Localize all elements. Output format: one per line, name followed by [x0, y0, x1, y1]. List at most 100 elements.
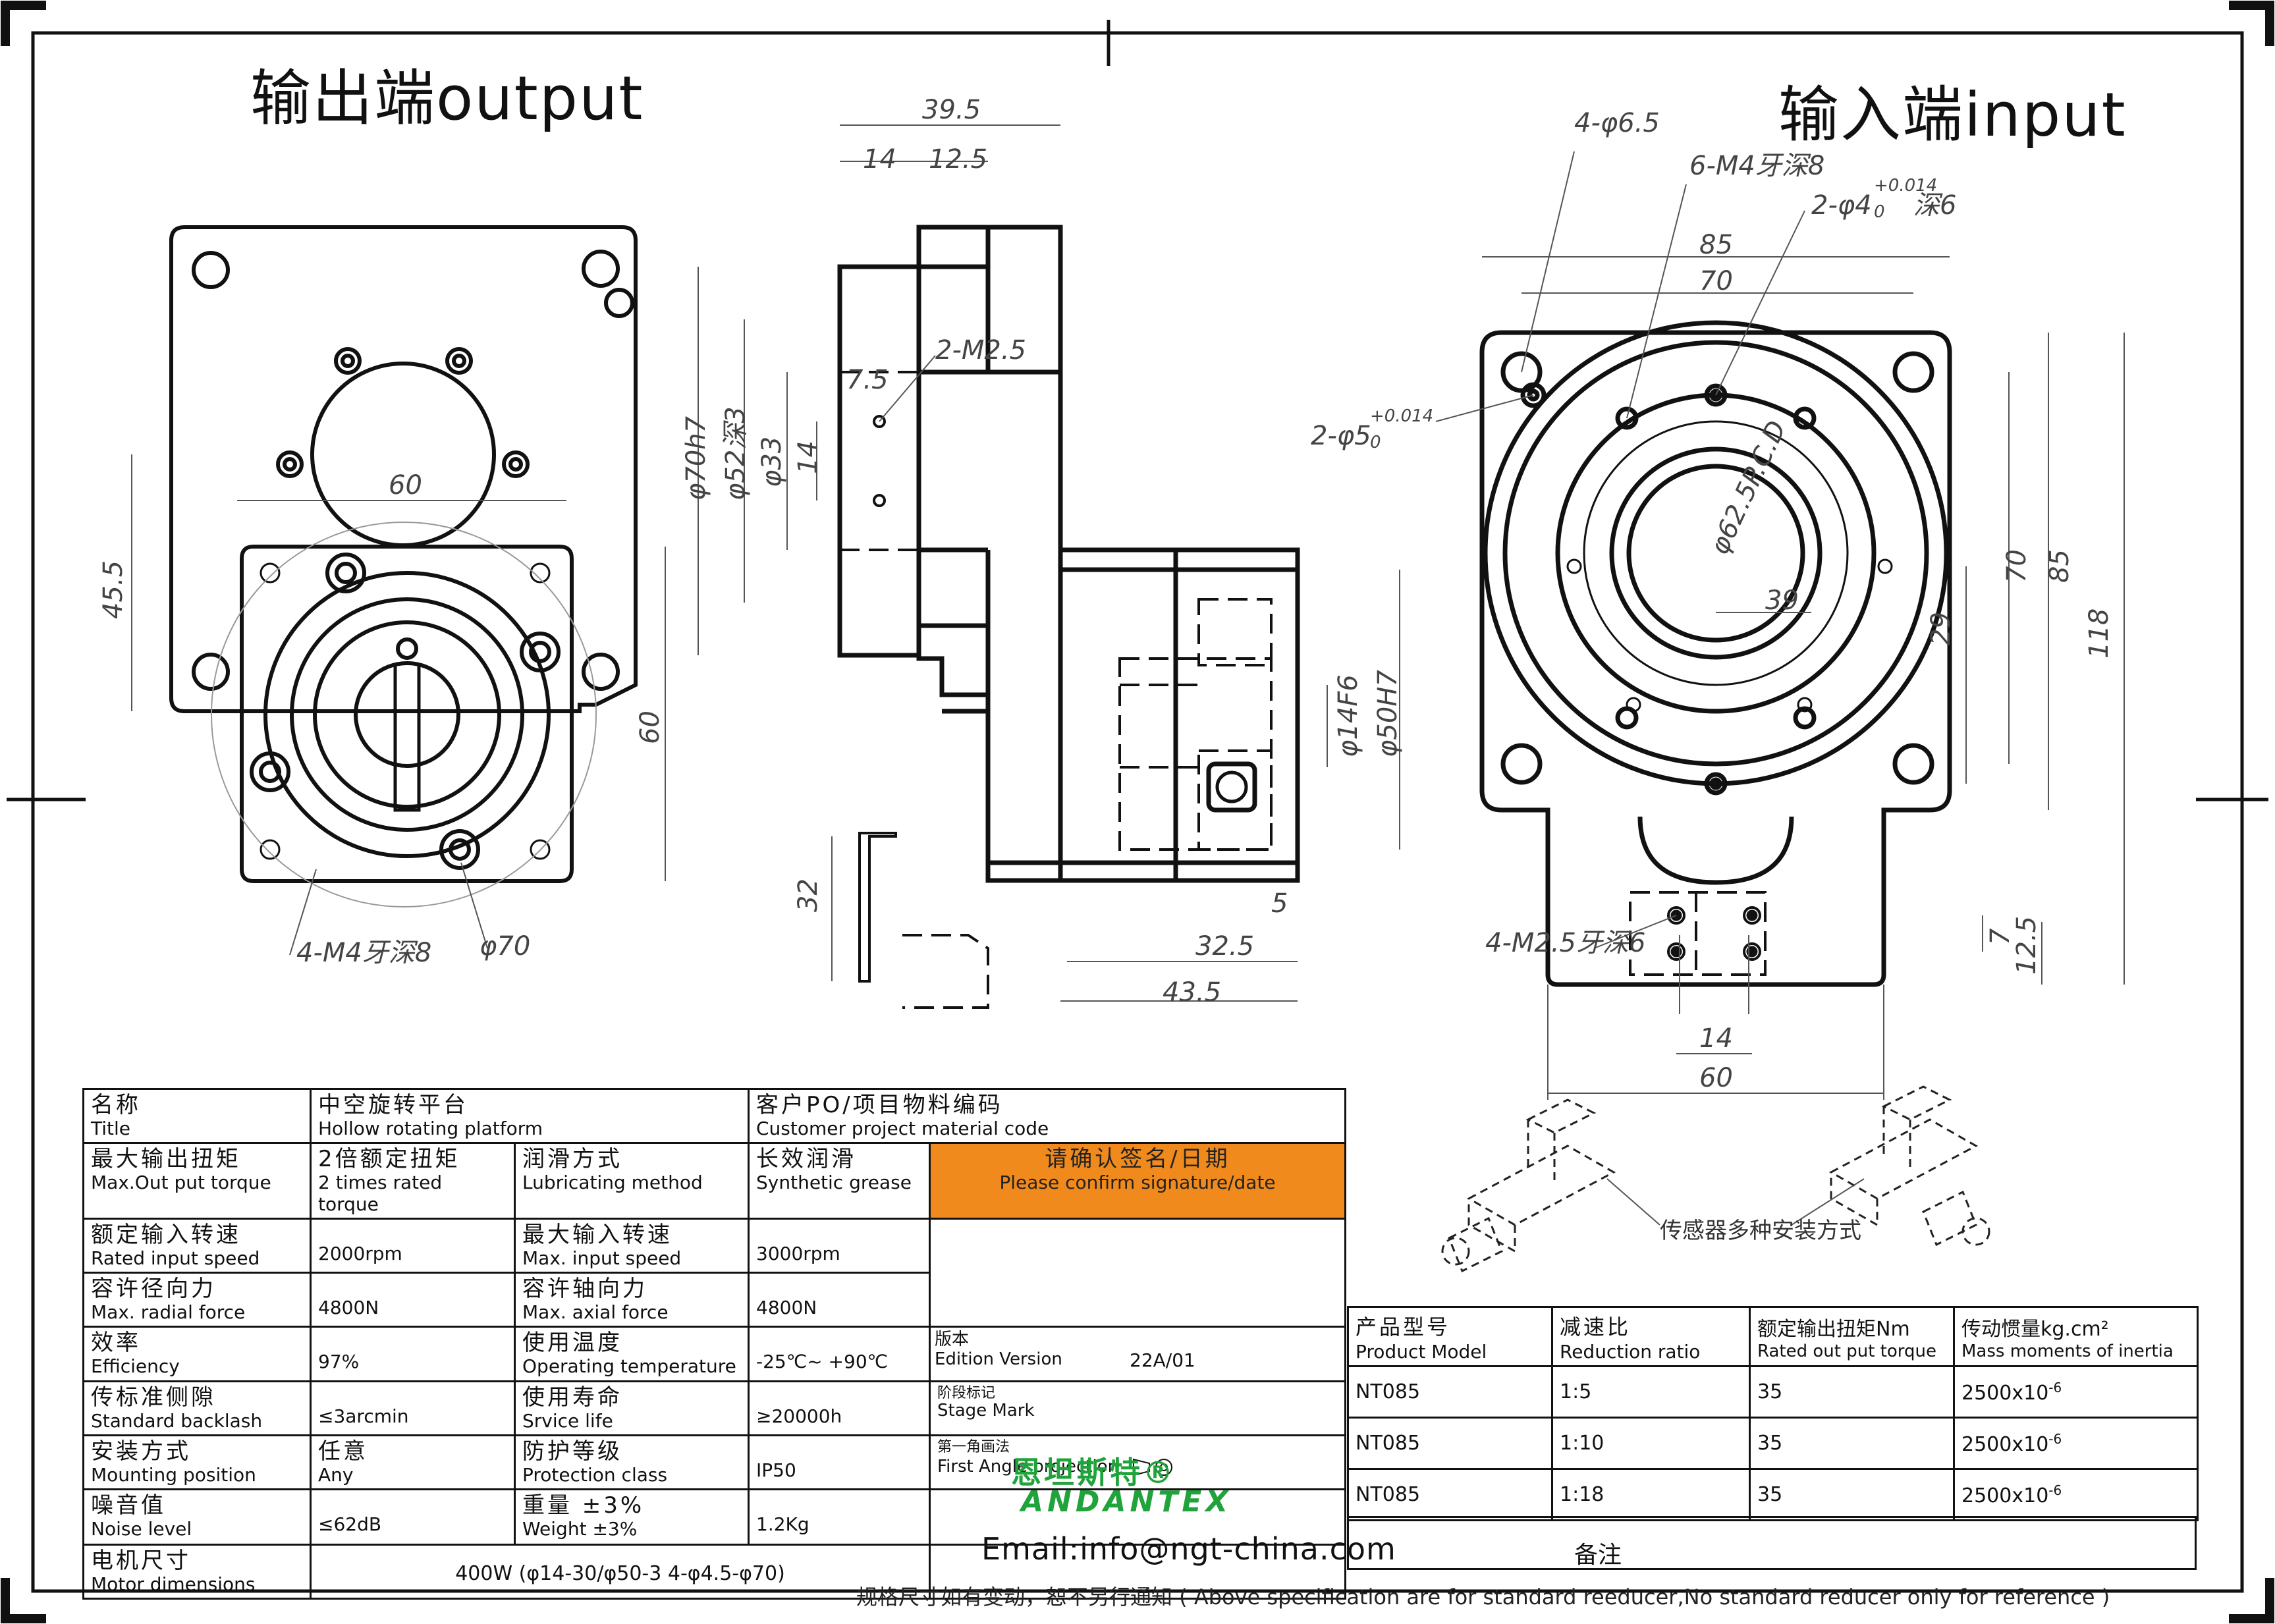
table-row: NT085 1:5 35 2500x10-6 — [1347, 1365, 2199, 1419]
dim-70-top: 70 — [1699, 266, 1733, 296]
email-text[interactable]: Email:info@ngt-china.com — [981, 1531, 1396, 1567]
side-view-hidden-lines — [840, 371, 1273, 1009]
model-cell: NT085 — [1347, 1365, 1553, 1419]
dim-phi50h7: φ50H7 — [1373, 670, 1403, 757]
weight-label: 重量 ±3%Weight ±3% — [514, 1488, 750, 1546]
motor-value: 400W (φ14-30/φ50-3 4-φ4.5-φ70) — [310, 1544, 931, 1600]
radial-force-value: 4800N — [310, 1272, 516, 1328]
dim-60-vertical: 60 — [635, 711, 665, 744]
output-view — [169, 225, 638, 907]
heading-output: 输出端output — [250, 63, 644, 134]
max-input-speed-value: 3000rpm — [748, 1217, 931, 1274]
dim-60-input: 60 — [1699, 1063, 1733, 1093]
backlash-value: ≤3arcmin — [310, 1380, 516, 1436]
dim-14-vertical: 14 — [793, 441, 823, 474]
logo-english: ANDANTEX — [1021, 1485, 1232, 1519]
signature-area — [929, 1217, 1346, 1328]
side-view — [837, 225, 1300, 883]
inertia-cell: 2500x10-6 — [1953, 1468, 2199, 1521]
torque-cell: 35 — [1749, 1417, 1955, 1470]
dim-4-m2-5-input: 4-M2.5牙深6 — [1485, 928, 1645, 958]
dim-4-m4-output: 4-M4牙深8 — [296, 938, 431, 968]
dim-pcd: φ62.5P.C.D — [1704, 416, 1792, 559]
edition-label-en: Edition Version — [935, 1349, 1062, 1370]
dim-phi70h7: φ70h7 — [681, 416, 711, 501]
dim-2-phi4-tol: +0.014 — [1874, 176, 1937, 196]
dim-2-phi4-tol0: 0 — [1874, 202, 1885, 222]
dim-12-5-side: 12.5 — [929, 144, 987, 175]
input-view — [1479, 320, 1952, 987]
dim-43-5: 43.5 — [1163, 977, 1221, 1008]
efficiency-value: 97% — [310, 1326, 516, 1382]
projection-symbol-icon — [1133, 1458, 1172, 1476]
ratio-cell: 1:10 — [1551, 1417, 1751, 1470]
edition-value: 22A/01 — [1130, 1349, 1195, 1372]
dim-2-phi4-depth: 深6 — [1913, 190, 1956, 221]
dim-45-5: 45.5 — [98, 560, 128, 619]
dim-2-phi5-tol0: 0 — [1370, 433, 1381, 452]
remark-box — [1347, 1516, 2197, 1570]
dim-29: 29 — [1926, 612, 1956, 645]
ratio-cell: 1:18 — [1551, 1468, 1751, 1521]
dim-32: 32 — [793, 879, 823, 912]
inertia-cell: 2500x10-6 — [1953, 1365, 2199, 1419]
side-view-dimension-lines — [698, 124, 1400, 1002]
dim-4-phi6-5: 4-φ6.5 — [1574, 108, 1660, 138]
dim-39-5: 39.5 — [922, 95, 981, 125]
dim-14-side: 14 — [863, 144, 896, 175]
model-cell: NT085 — [1347, 1417, 1553, 1470]
table-row: NT085 1:10 35 2500x10-6 — [1347, 1417, 2199, 1470]
projection-cell: 第一角画法 First Angle projection — [929, 1434, 1346, 1491]
torque-cell: 35 — [1749, 1365, 1955, 1419]
dim-14-input: 14 — [1699, 1023, 1733, 1054]
remark-label: 备注 — [1574, 1542, 1622, 1569]
logo-cell — [929, 1488, 1346, 1546]
sensor-sketches — [1441, 1085, 1990, 1273]
torque-cell: 35 — [1749, 1468, 1955, 1521]
logo-chinese: 恩坦斯特® — [1011, 1455, 1176, 1490]
dim-phi14f6: φ14F6 — [1333, 674, 1363, 757]
model-cell: NT085 — [1347, 1468, 1553, 1521]
dim-85-top: 85 — [1699, 230, 1733, 260]
dim-60-output: 60 — [389, 470, 422, 501]
rated-input-speed-value: 2000rpm — [310, 1217, 516, 1274]
protection-value: IP50 — [748, 1434, 931, 1491]
footer-note: 规格尺寸如有变动，恕不另行通知 ( Above specification ar… — [856, 1584, 2110, 1610]
weight-value: 1.2Kg — [748, 1488, 931, 1546]
table-row: NT085 1:18 35 2500x10-6 — [1347, 1468, 2199, 1521]
input-dimension-lines — [1435, 151, 2125, 1100]
output-dimension-lines — [131, 454, 666, 956]
dim-2-phi4: 2-φ4 — [1811, 190, 1872, 221]
dim-5: 5 — [1271, 888, 1288, 919]
dim-7-5: 7.5 — [846, 365, 889, 395]
dim-2-m2-5: 2-M2.5 — [935, 335, 1026, 365]
dim-85-right: 85 — [2044, 549, 2075, 583]
heading-input: 输入端input — [1778, 80, 2127, 150]
ratio-cell: 1:5 — [1551, 1365, 1751, 1419]
